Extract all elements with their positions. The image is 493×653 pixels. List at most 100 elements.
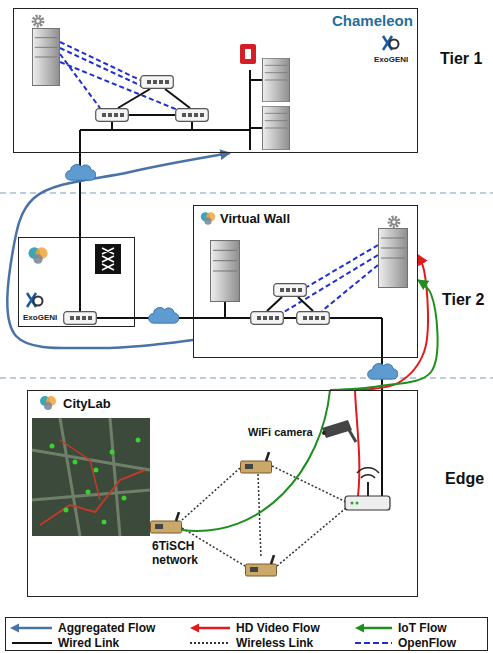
city-map <box>32 418 150 536</box>
wired-link <box>249 70 251 150</box>
city-map <box>122 496 127 501</box>
wireless-link <box>182 466 346 566</box>
city-map <box>86 490 91 495</box>
openstack-icon <box>240 44 256 64</box>
tier-label: Tier 1 <box>440 50 482 68</box>
legend-sample <box>363 627 392 630</box>
virtual-wall-equipment <box>193 212 408 358</box>
sensor-mote <box>241 452 272 473</box>
wired-link <box>193 297 382 358</box>
wired-link <box>111 122 113 130</box>
switch <box>251 312 284 325</box>
wired-link <box>129 114 175 116</box>
server <box>262 58 289 101</box>
wifi-router <box>345 468 390 510</box>
tier-separator <box>0 377 493 378</box>
wifi-camera-icon <box>322 420 352 438</box>
tier-separator <box>0 192 493 193</box>
uva-logo <box>95 244 121 274</box>
wired-link <box>298 297 313 311</box>
server <box>379 229 408 288</box>
device-label: WiFi camera <box>248 426 313 438</box>
city-map <box>136 438 141 443</box>
wired-link <box>330 317 382 319</box>
legend-text: OpenFlow <box>398 636 456 650</box>
uva-logo <box>95 244 121 274</box>
tier2-site-equipment <box>27 237 135 324</box>
legend-sample <box>198 627 230 630</box>
city-map <box>73 460 78 465</box>
switch <box>64 312 97 325</box>
logo-caption: ExoGENI <box>23 313 57 322</box>
tier-box: ChameleonExoGENI <box>13 8 418 153</box>
legend-sample <box>355 624 364 633</box>
wired-link <box>80 70 262 153</box>
legend-text: Wireless Link <box>236 636 313 650</box>
wired-link <box>193 317 250 319</box>
city-map <box>50 444 55 449</box>
city-map <box>102 520 107 525</box>
switch <box>297 312 330 325</box>
city-map <box>50 438 141 525</box>
openflow-link <box>307 245 378 287</box>
wired-link <box>250 79 262 81</box>
iot-flow <box>330 280 438 390</box>
legend-text: Aggregated Flow <box>58 621 155 635</box>
wired-link <box>267 297 282 311</box>
testbed-box: CityLab <box>27 390 418 597</box>
legend-sample <box>18 627 52 630</box>
imec-logo <box>201 212 215 225</box>
wired-link <box>381 390 383 496</box>
server <box>32 28 59 85</box>
city-map <box>32 418 150 536</box>
server <box>211 241 240 302</box>
wired-link <box>191 122 193 130</box>
network-label: 6TiSCH network <box>152 540 210 568</box>
city-map <box>94 468 99 473</box>
wifi-router <box>351 502 354 505</box>
gear-icon <box>33 16 43 26</box>
legend-sample <box>10 624 19 633</box>
server <box>262 106 289 149</box>
wired-link <box>118 89 150 108</box>
wired-link <box>79 237 81 311</box>
testbed-title: CityLab <box>63 396 111 411</box>
legend-sample <box>355 642 392 644</box>
network-cloud <box>368 363 398 379</box>
city-map <box>60 440 100 500</box>
wifi-router <box>367 482 369 496</box>
wifi-router <box>356 502 359 505</box>
site-box: ExoGENI <box>18 237 135 327</box>
tier-label: Edge <box>445 470 484 488</box>
switch <box>141 76 174 89</box>
tier1-equipment <box>32 16 398 153</box>
exogeni-logo <box>383 36 399 50</box>
wired-link <box>97 317 135 319</box>
uva-logo <box>102 248 114 270</box>
wifi-camera-icon <box>349 430 356 442</box>
wifi-router <box>345 496 390 510</box>
openflow-link <box>60 54 100 108</box>
network-cloud <box>66 164 96 180</box>
openflow-link <box>60 48 146 88</box>
city-map <box>32 418 150 536</box>
wifi-camera-icon <box>322 431 326 435</box>
legend-text: Wired Link <box>58 636 119 650</box>
openflow-link <box>60 42 140 80</box>
imec-logo <box>40 396 56 410</box>
wired-link <box>381 390 383 496</box>
wired-link <box>80 237 135 318</box>
legend-sample <box>12 642 52 644</box>
wireless-link <box>182 468 240 520</box>
wifi-camera-icon <box>322 420 356 442</box>
testbed-box: Virtual Wall <box>193 205 418 358</box>
imec-logo <box>29 247 48 264</box>
tier-label: Tier 2 <box>442 291 484 309</box>
wired-link <box>224 302 226 318</box>
city-map <box>64 508 69 513</box>
gear-icon <box>389 217 399 227</box>
network-cloud <box>149 307 179 323</box>
sensor-mote <box>246 555 277 576</box>
wired-link <box>79 130 81 153</box>
